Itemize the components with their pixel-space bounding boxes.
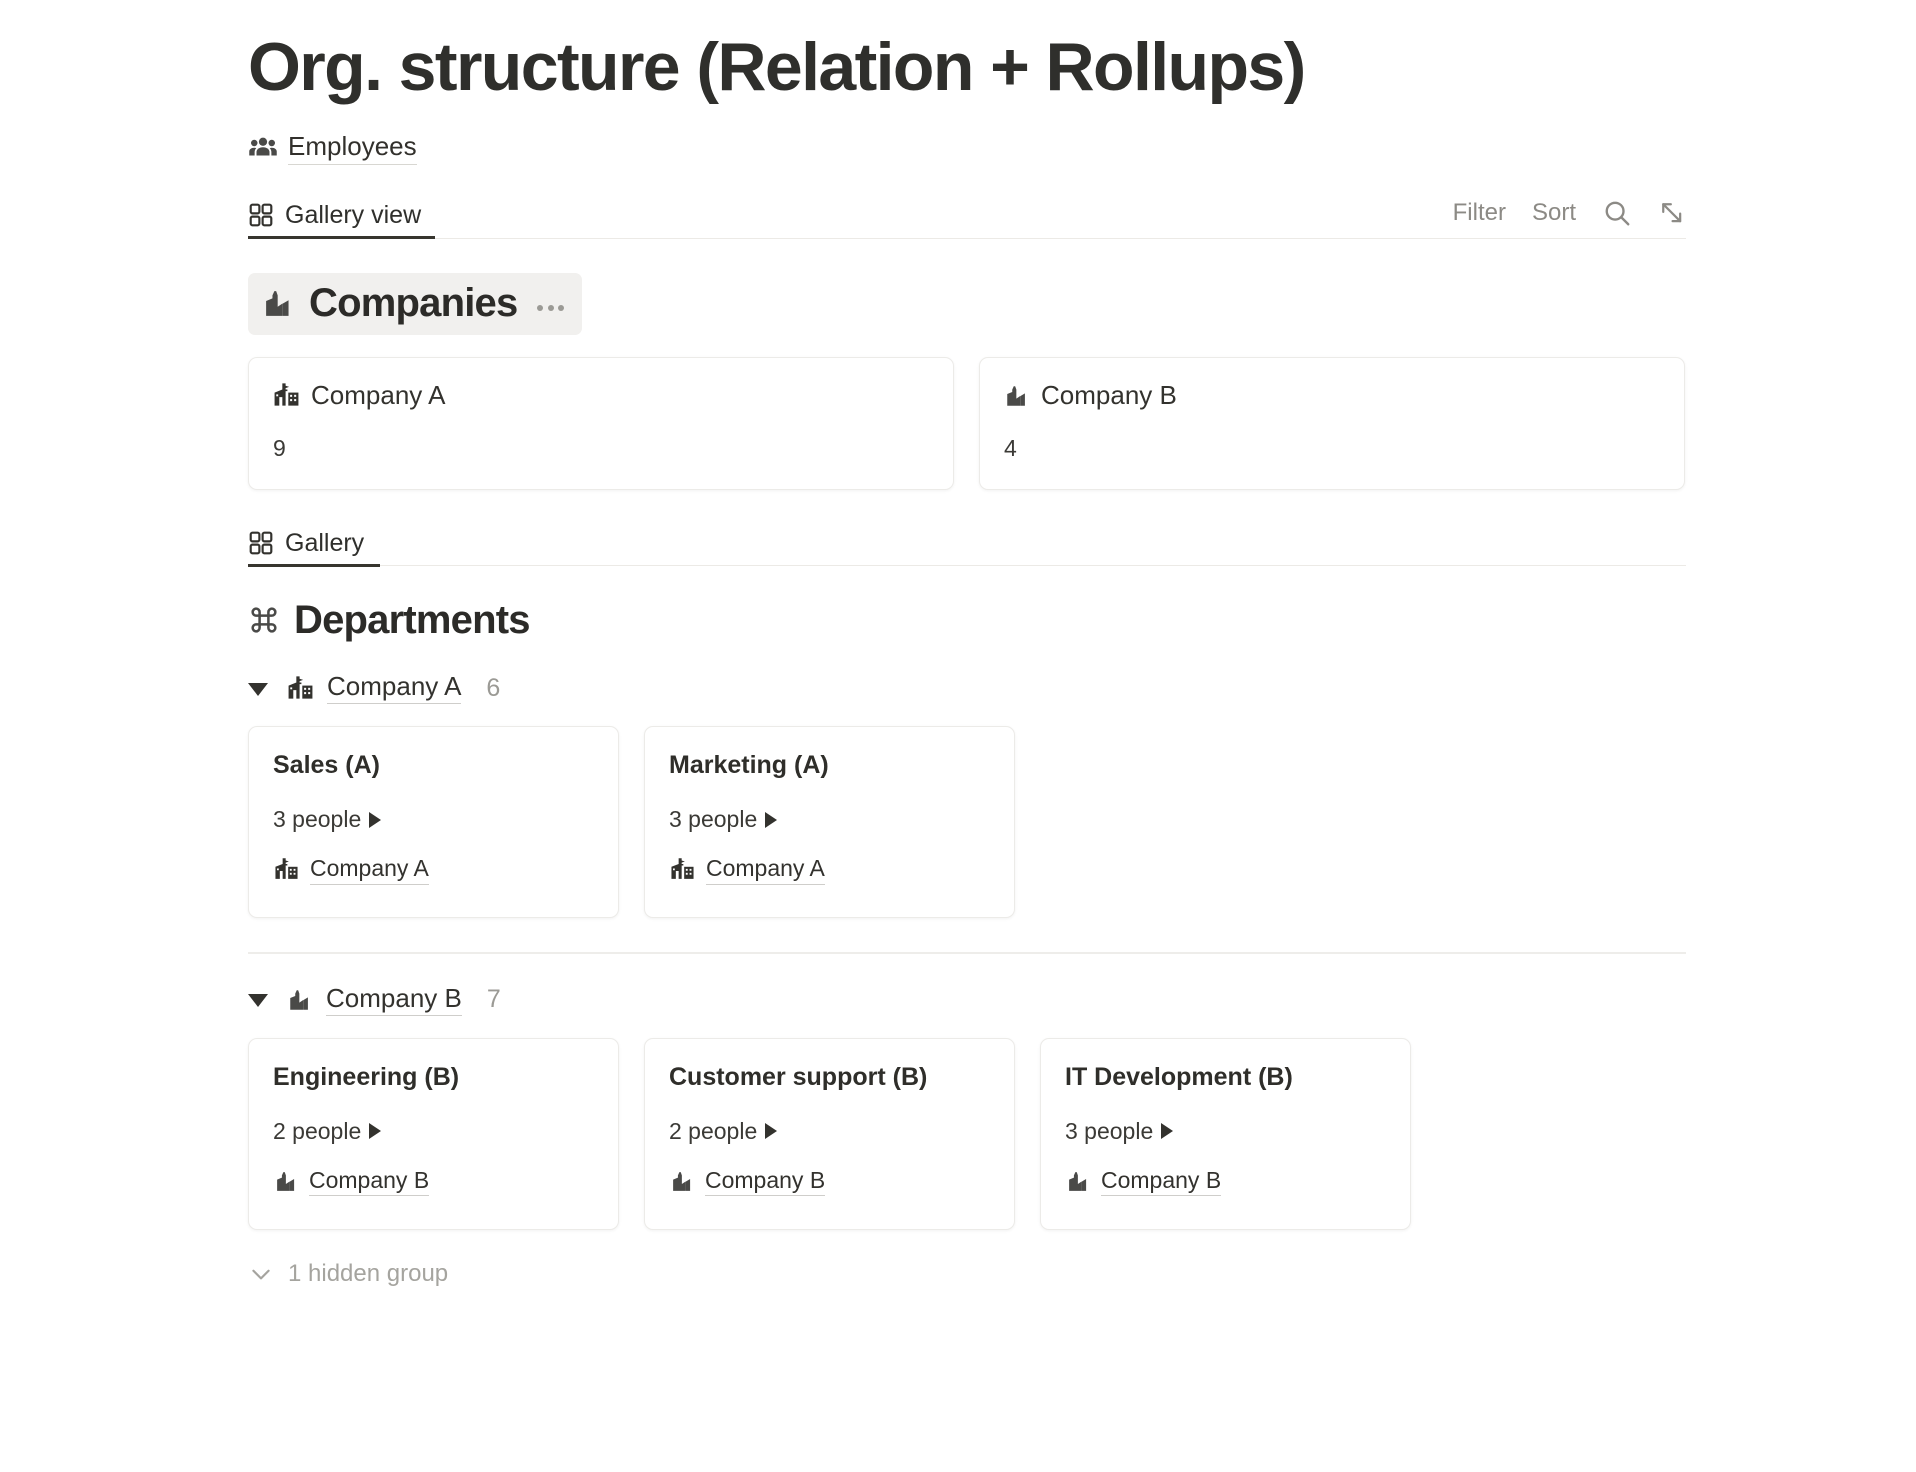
department-card-title: Engineering (B) bbox=[273, 1062, 460, 1091]
source-database-link[interactable]: Employees bbox=[248, 131, 1686, 165]
group-count: 6 bbox=[486, 673, 501, 702]
company-card-rollup: 4 bbox=[1004, 435, 1017, 462]
department-people-count: 3 people bbox=[669, 806, 758, 833]
department-card[interactable]: Engineering (B) 2 people Company B bbox=[248, 1037, 619, 1230]
gallery-grid-icon bbox=[248, 530, 274, 556]
department-card[interactable]: Customer support (B) 2 people Company B bbox=[644, 1037, 1015, 1230]
group-count: 7 bbox=[486, 985, 501, 1014]
relation-link[interactable]: Company A bbox=[310, 855, 429, 885]
department-people-count: 3 people bbox=[273, 806, 362, 833]
departments-card-grid-b: Engineering (B) 2 people Company B bbox=[248, 1037, 1686, 1230]
department-card-relation[interactable]: Company B bbox=[1065, 1167, 1386, 1197]
group-header-company-a[interactable]: Company A 6 bbox=[248, 670, 1686, 706]
company-card-rollup: 9 bbox=[273, 435, 286, 462]
caret-right-icon[interactable] bbox=[369, 811, 382, 828]
group-name-link[interactable]: Company A bbox=[327, 672, 462, 705]
page-title: Org. structure (Relation + Rollups) bbox=[248, 29, 1306, 105]
caret-right-icon[interactable] bbox=[765, 811, 778, 828]
school-building-icon bbox=[273, 382, 300, 409]
sort-button[interactable]: Sort bbox=[1531, 199, 1576, 227]
department-card[interactable]: Sales (A) 3 people bbox=[248, 726, 619, 919]
department-card-title: Sales (A) bbox=[273, 751, 380, 780]
company-card-title: Company A bbox=[311, 380, 446, 411]
departments-card-grid-a: Sales (A) 3 people bbox=[248, 726, 1686, 919]
department-card-people[interactable]: 3 people bbox=[1065, 1118, 1386, 1145]
tab-gallery[interactable]: Gallery bbox=[248, 519, 381, 568]
department-card-relation[interactable]: Company A bbox=[669, 855, 990, 885]
department-card-title: Marketing (A) bbox=[669, 751, 829, 780]
department-card-people[interactable]: 3 people bbox=[273, 806, 594, 833]
school-building-icon bbox=[669, 856, 696, 883]
companies-card-grid: Company A 9 Company B 4 bbox=[248, 357, 1686, 491]
departments-view-toolbar: Gallery bbox=[248, 519, 1686, 568]
toolbar-actions: Filter Sort bbox=[1453, 198, 1686, 232]
relation-link[interactable]: Company B bbox=[705, 1167, 826, 1197]
relation-link[interactable]: Company B bbox=[1101, 1167, 1222, 1197]
department-card-title: IT Development (B) bbox=[1065, 1062, 1293, 1091]
departments-section-title: Departments bbox=[294, 598, 531, 643]
caret-right-icon[interactable] bbox=[1161, 1123, 1174, 1140]
department-card[interactable]: Marketing (A) 3 people bbox=[644, 726, 1015, 919]
departments-section-header: Departments bbox=[248, 598, 1686, 642]
department-card-relation[interactable]: Company B bbox=[273, 1167, 594, 1197]
caret-right-icon[interactable] bbox=[369, 1123, 382, 1140]
department-people-count: 2 people bbox=[273, 1117, 362, 1144]
department-card-title: Customer support (B) bbox=[669, 1062, 928, 1091]
company-card[interactable]: Company A 9 bbox=[248, 357, 954, 491]
companies-section-title: Companies bbox=[309, 281, 518, 326]
search-icon[interactable] bbox=[1602, 198, 1632, 228]
relation-link[interactable]: Company A bbox=[706, 855, 825, 885]
tab-gallery-view[interactable]: Gallery view bbox=[248, 191, 436, 240]
view-toolbar: Gallery view Filter Sort bbox=[248, 191, 1686, 240]
hidden-group-label: 1 hidden group bbox=[288, 1259, 449, 1287]
company-card-header: Company B bbox=[1004, 380, 1660, 411]
group-name-link[interactable]: Company B bbox=[326, 983, 462, 1016]
department-card[interactable]: IT Development (B) 3 people Company B bbox=[1040, 1037, 1411, 1230]
tab-gallery-view-label: Gallery view bbox=[285, 200, 422, 229]
department-card-relation[interactable]: Company B bbox=[669, 1167, 990, 1197]
page-content: Org. structure (Relation + Rollups) Empl… bbox=[248, 0, 1686, 1288]
caret-down-icon[interactable] bbox=[248, 682, 268, 696]
factory-icon bbox=[273, 1168, 299, 1194]
source-database-label: Employees bbox=[288, 131, 417, 165]
company-card-title: Company B bbox=[1041, 380, 1177, 411]
relation-link[interactable]: Company B bbox=[309, 1167, 430, 1197]
expand-diagonal-icon[interactable] bbox=[1658, 199, 1686, 227]
factory-icon bbox=[1065, 1168, 1091, 1194]
group-header-company-b[interactable]: Company B 7 bbox=[248, 982, 1686, 1018]
people-group-icon bbox=[248, 133, 278, 163]
ellipsis-icon[interactable] bbox=[531, 295, 565, 312]
school-building-icon bbox=[287, 675, 314, 702]
company-card[interactable]: Company B 4 bbox=[979, 357, 1685, 491]
hidden-group-toggle[interactable]: 1 hidden group bbox=[248, 1260, 1686, 1288]
factory-icon bbox=[262, 287, 295, 320]
school-building-icon bbox=[273, 856, 300, 883]
filter-button[interactable]: Filter bbox=[1452, 199, 1506, 227]
company-card-header: Company A bbox=[273, 380, 929, 411]
factory-icon bbox=[669, 1168, 695, 1194]
department-card-people[interactable]: 3 people bbox=[669, 806, 990, 833]
group-divider bbox=[248, 952, 1686, 954]
department-card-people[interactable]: 2 people bbox=[273, 1118, 594, 1145]
department-people-count: 3 people bbox=[1065, 1117, 1154, 1144]
factory-icon bbox=[287, 987, 313, 1013]
chevron-down-icon[interactable] bbox=[248, 1261, 274, 1287]
caret-down-icon[interactable] bbox=[248, 994, 268, 1008]
tab-gallery-label: Gallery bbox=[285, 528, 365, 557]
factory-icon bbox=[1004, 383, 1030, 409]
department-people-count: 2 people bbox=[669, 1117, 758, 1144]
command-icon bbox=[248, 604, 280, 636]
caret-right-icon[interactable] bbox=[765, 1123, 778, 1140]
gallery-grid-icon bbox=[248, 202, 274, 228]
department-card-relation[interactable]: Company A bbox=[273, 855, 594, 885]
department-card-people[interactable]: 2 people bbox=[669, 1118, 990, 1145]
companies-section-header[interactable]: Companies bbox=[248, 273, 583, 336]
